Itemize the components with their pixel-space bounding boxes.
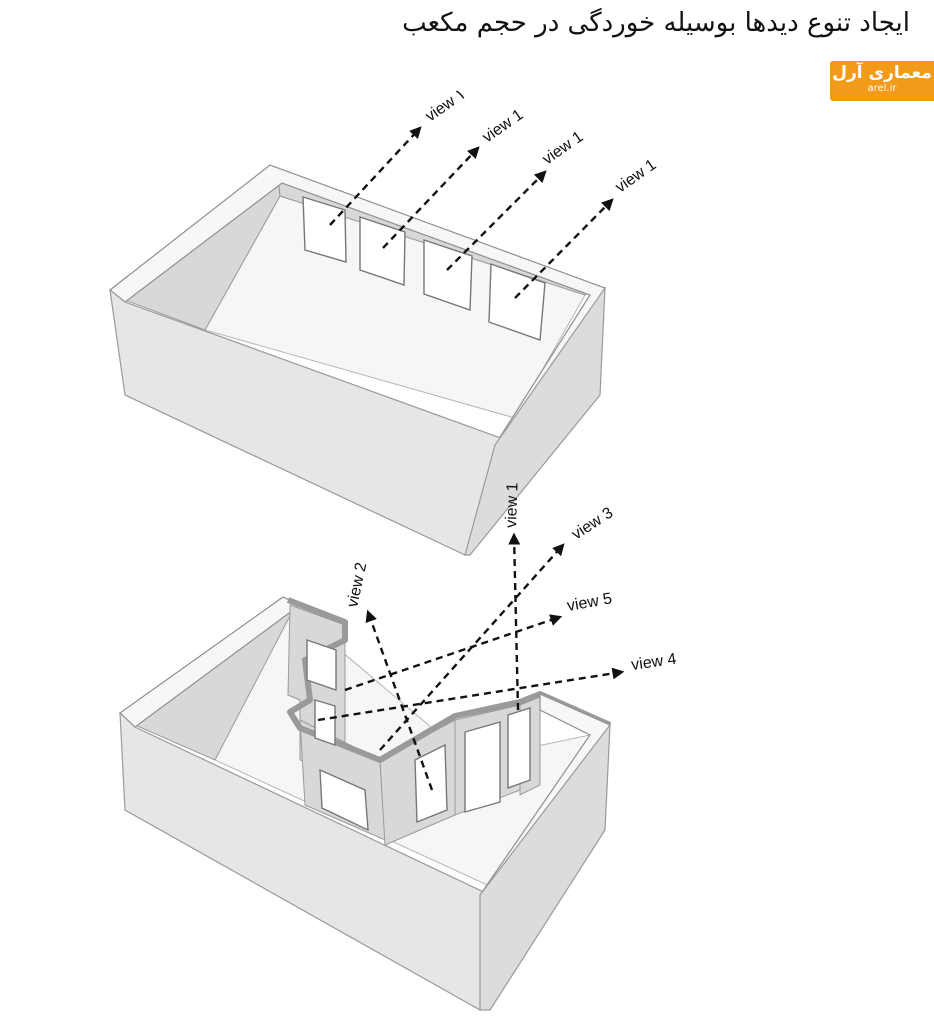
top-box-side-wall bbox=[464, 285, 606, 556]
bottom-view-arrows bbox=[317, 532, 625, 791]
diagram-title: ایجاد تنوع دیدها بوسیله خوردگی در حجم مک… bbox=[402, 8, 910, 38]
top-arrow-4 bbox=[514, 198, 614, 299]
bottom-window-6 bbox=[507, 707, 531, 789]
top-box-windows bbox=[302, 196, 546, 341]
bottom-box-side-wall bbox=[479, 723, 611, 1011]
top-window-2 bbox=[359, 216, 406, 286]
bottom-arrow-view1 bbox=[508, 532, 521, 711]
bottom-box-windows bbox=[306, 639, 531, 832]
top-box bbox=[109, 164, 606, 556]
bottom-label-view4: view 4 bbox=[630, 651, 677, 674]
bottom-label-view2: view 2 bbox=[344, 561, 370, 609]
top-label-3: view 1 bbox=[540, 128, 587, 168]
top-label-4: view 1 bbox=[613, 156, 660, 196]
bottom-window-3 bbox=[319, 768, 369, 832]
bottom-window-2 bbox=[314, 699, 336, 746]
bottom-label-view5: view 5 bbox=[566, 590, 614, 615]
top-view-arrows bbox=[329, 126, 614, 299]
logo: معماری آرل arel.ir bbox=[830, 61, 934, 101]
bottom-window-1 bbox=[306, 639, 337, 691]
bottom-label-view3: view 3 bbox=[569, 504, 616, 543]
top-label-2: view 1 bbox=[480, 106, 527, 146]
top-window-4 bbox=[488, 263, 546, 341]
logo-domain: arel.ir bbox=[867, 83, 897, 94]
top-arrow-2 bbox=[382, 146, 480, 249]
top-view-labels: view ۱ view 1 view 1 view 1 bbox=[423, 86, 660, 197]
logo-brand: معماری آرل bbox=[832, 63, 932, 83]
bottom-step-rim bbox=[286, 597, 612, 763]
bottom-window-5 bbox=[464, 721, 501, 813]
bottom-box bbox=[119, 596, 612, 1011]
top-arrow-1 bbox=[329, 126, 422, 226]
bottom-arrow-view4 bbox=[317, 667, 625, 722]
top-window-1 bbox=[302, 196, 347, 263]
bottom-label-view1: view 1 bbox=[503, 482, 522, 528]
bottom-arrow-view5 bbox=[344, 614, 563, 692]
bottom-arrow-view2 bbox=[365, 609, 434, 791]
top-label-1: view ۱ bbox=[423, 86, 470, 126]
